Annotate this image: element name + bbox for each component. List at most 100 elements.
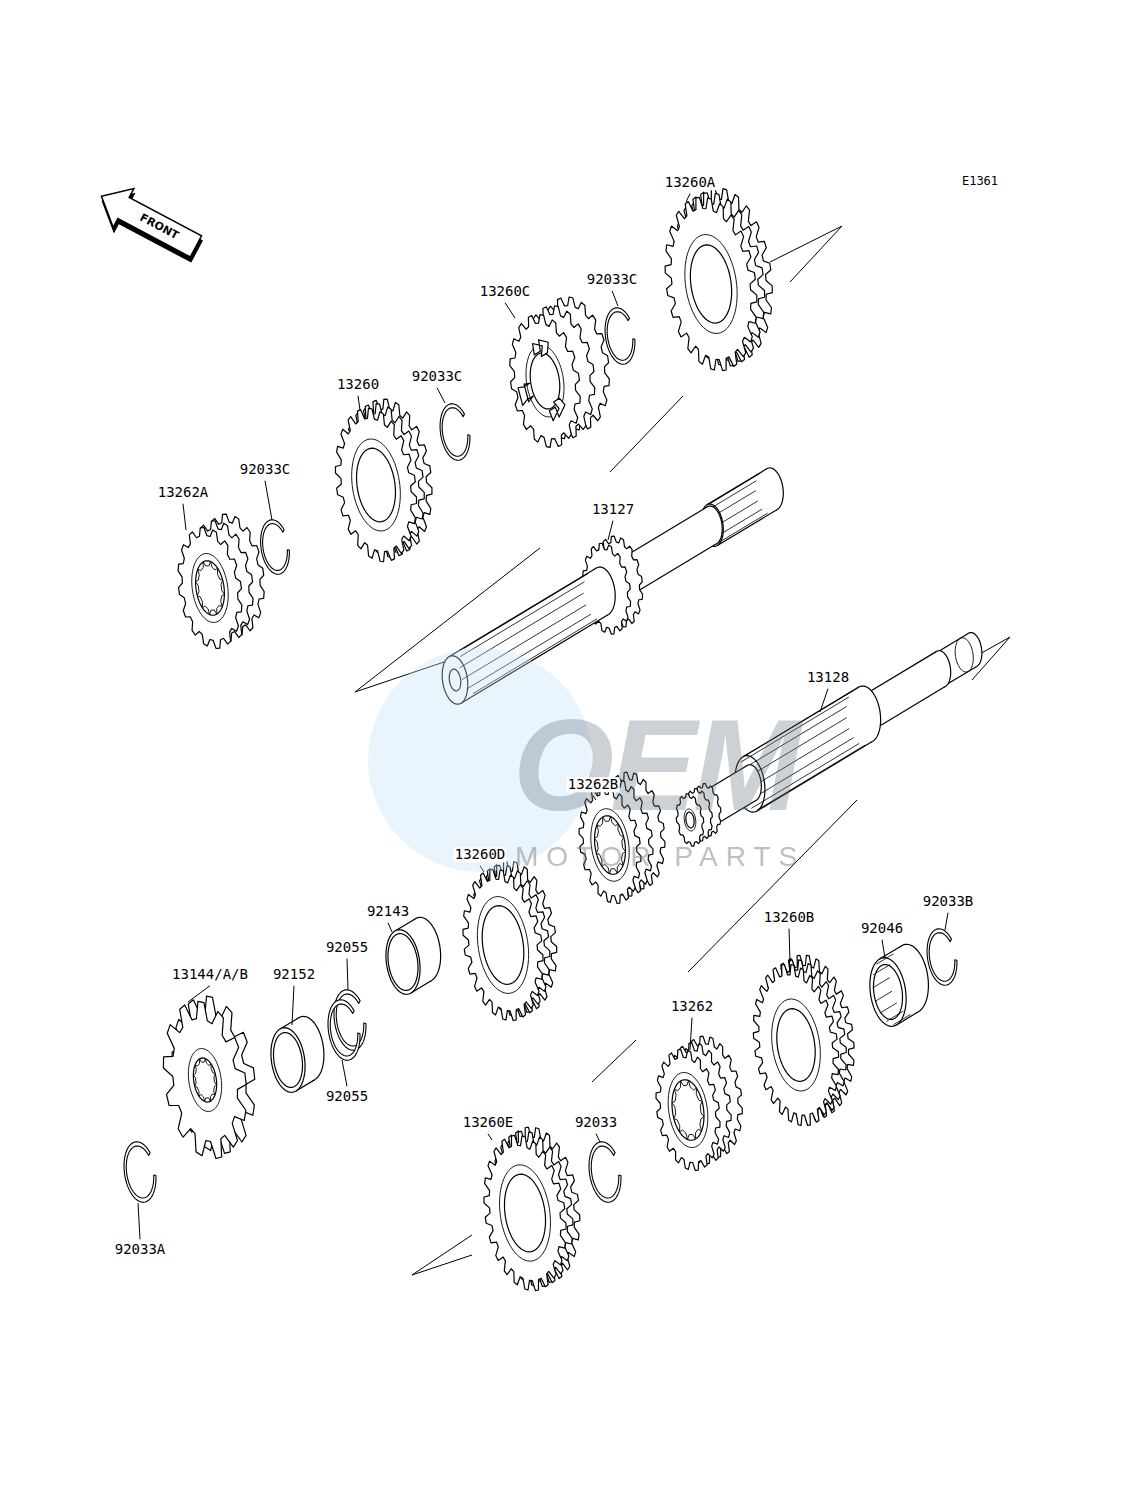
spline-line: [464, 574, 588, 649]
gear-face: [163, 1001, 246, 1158]
callout-number: 92033: [574, 1115, 618, 1130]
front-arrow: [89, 177, 209, 271]
gear-13260C: [510, 297, 610, 447]
gear-face: [178, 527, 242, 648]
collar: [273, 1033, 302, 1088]
gear-13260B: [753, 955, 854, 1125]
spline-line: [707, 481, 757, 511]
gear-hub: [352, 439, 401, 531]
gear-bore: [777, 1009, 815, 1082]
gear-13260: [335, 399, 431, 562]
gear-face: [484, 1135, 566, 1290]
gear-bore: [193, 1058, 216, 1102]
bushing: [395, 919, 416, 931]
drive-shaft: [717, 509, 777, 545]
output-shaft: [861, 651, 936, 696]
leader-line: [820, 689, 828, 712]
gear-face: [753, 965, 838, 1126]
leader-line: [388, 923, 392, 932]
callout-number: 13260B: [763, 910, 816, 925]
circlip: [927, 929, 957, 985]
circlip: [261, 520, 290, 574]
circlip: [440, 404, 470, 460]
callout-number: 92033B: [922, 894, 975, 909]
callout-number: 92055: [325, 940, 369, 955]
circlip: [927, 929, 957, 985]
callout-number: 92046: [860, 921, 904, 936]
callout-number: 13144/A/B: [171, 967, 249, 982]
shaft-groove: [955, 638, 973, 672]
callout-number: 92055: [325, 1089, 369, 1104]
gear-hub: [772, 999, 821, 1091]
leader-line: [358, 396, 360, 410]
callout-number: 13260C: [479, 284, 532, 299]
axis-line: [412, 1235, 472, 1275]
callout-number: 13262A: [157, 485, 210, 500]
gear-face: [510, 315, 580, 448]
needle-bearing: [870, 958, 906, 1027]
leader-line: [596, 1134, 600, 1142]
gear-bore: [482, 906, 524, 985]
watermark: MOTOR PARTS: [514, 842, 806, 873]
gear-hub: [668, 1072, 708, 1147]
axis-lines: [355, 226, 1010, 1275]
drive-shaft: [707, 469, 767, 505]
spline-line: [873, 978, 890, 988]
gear-13260E: [484, 1127, 580, 1290]
callout-number: 92033A: [114, 1242, 167, 1257]
needle-bearing: [873, 965, 902, 1020]
spline-bore: [672, 1081, 704, 1140]
spline-line: [718, 513, 768, 543]
circlip: [328, 1000, 360, 1061]
leader-line: [488, 1134, 492, 1140]
engagement-dog: [518, 383, 533, 405]
bushing: [386, 917, 441, 994]
leader-line: [505, 303, 515, 318]
leader-line: [945, 913, 948, 930]
leader-line: [608, 521, 613, 540]
circlip: [328, 1000, 360, 1061]
callout-number: 92033C: [411, 369, 464, 384]
callout-number: 13262: [670, 999, 714, 1014]
sprocket: [163, 996, 254, 1158]
engagement-dog: [549, 398, 565, 420]
gear-13262: [656, 1036, 742, 1170]
gear-hub: [500, 1165, 551, 1261]
circlip: [334, 990, 366, 1051]
circlip: [440, 404, 470, 460]
collar: [271, 1028, 305, 1093]
watermark: OEM: [512, 694, 798, 837]
leader-line: [789, 929, 790, 962]
gear-face: [656, 1049, 720, 1170]
circlip: [124, 1142, 156, 1203]
spline-line: [875, 991, 892, 1001]
gear-bore: [196, 561, 225, 615]
callout-number: 13127: [591, 502, 635, 517]
leader-line: [188, 986, 210, 1002]
leader-line: [265, 481, 272, 520]
leader-line: [138, 1203, 140, 1239]
axis-line: [790, 226, 842, 282]
arrow-body: [91, 177, 206, 266]
axis-line: [412, 1255, 472, 1275]
bushing: [388, 934, 418, 991]
leader-line: [437, 388, 445, 403]
gear-hub: [188, 1049, 221, 1112]
axis-line: [770, 226, 842, 262]
leader-line: [882, 940, 885, 958]
axis-line: [592, 1040, 636, 1082]
gear-bore: [690, 245, 731, 323]
axis-line: [610, 396, 683, 472]
callout-number: 13260D: [454, 847, 507, 862]
engagement-dog: [533, 340, 549, 357]
spline-bore: [193, 1059, 216, 1102]
circlip: [589, 1142, 621, 1203]
figure-code: E1361: [961, 175, 999, 188]
gear-face: [463, 869, 543, 1020]
spline-bore: [196, 562, 225, 615]
leader-line: [292, 986, 294, 1025]
callout-number: 13128: [806, 670, 850, 685]
leader-line: [347, 959, 348, 990]
leader-line: [342, 1060, 347, 1086]
spline-line: [886, 1011, 903, 1021]
